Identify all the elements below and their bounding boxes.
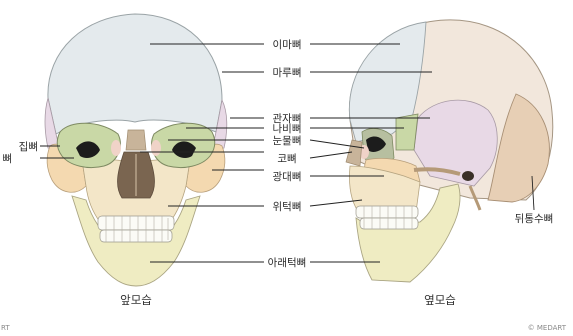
side-upper-teeth: [356, 206, 418, 218]
label-lacrimal: 눈물뼈: [273, 135, 302, 147]
label-zygomatic: 광대뼈: [273, 171, 302, 183]
front-nasal-bone: [126, 130, 146, 150]
label-frontal: 이마뼈: [273, 39, 302, 51]
label-left-partial-1: 집뼈: [19, 141, 38, 153]
label-parietal: 마루뼈: [273, 67, 302, 79]
side-lower-teeth: [360, 218, 418, 229]
caption-side-view: 옆모습: [424, 293, 456, 307]
side-skull-illustration: [346, 20, 553, 282]
front-skull-illustration: [45, 14, 227, 286]
label-maxilla: 위턱뼈: [273, 200, 302, 213]
front-left-lacrimal: [151, 140, 161, 156]
edge-text-bottom-left: RT: [1, 324, 10, 332]
side-sphenoid-bone: [396, 114, 418, 150]
front-right-lacrimal: [111, 140, 121, 156]
label-occipital: 뒤통수뼈: [515, 213, 554, 225]
label-sphenoid: 나비뼈: [273, 123, 302, 135]
front-frontal-bone: [48, 14, 222, 134]
side-ear-canal: [462, 171, 474, 181]
credit-text: © MEDART: [528, 324, 567, 332]
front-lower-teeth: [100, 230, 172, 242]
label-nasal: 코뼈: [277, 153, 296, 165]
label-mandible: 아래턱뼈: [268, 257, 307, 269]
front-upper-teeth: [98, 216, 174, 230]
side-nasal-bone: [346, 140, 362, 166]
caption-front-view: 앞모습: [120, 293, 152, 307]
label-left-partial-2: 뼈: [2, 153, 12, 165]
